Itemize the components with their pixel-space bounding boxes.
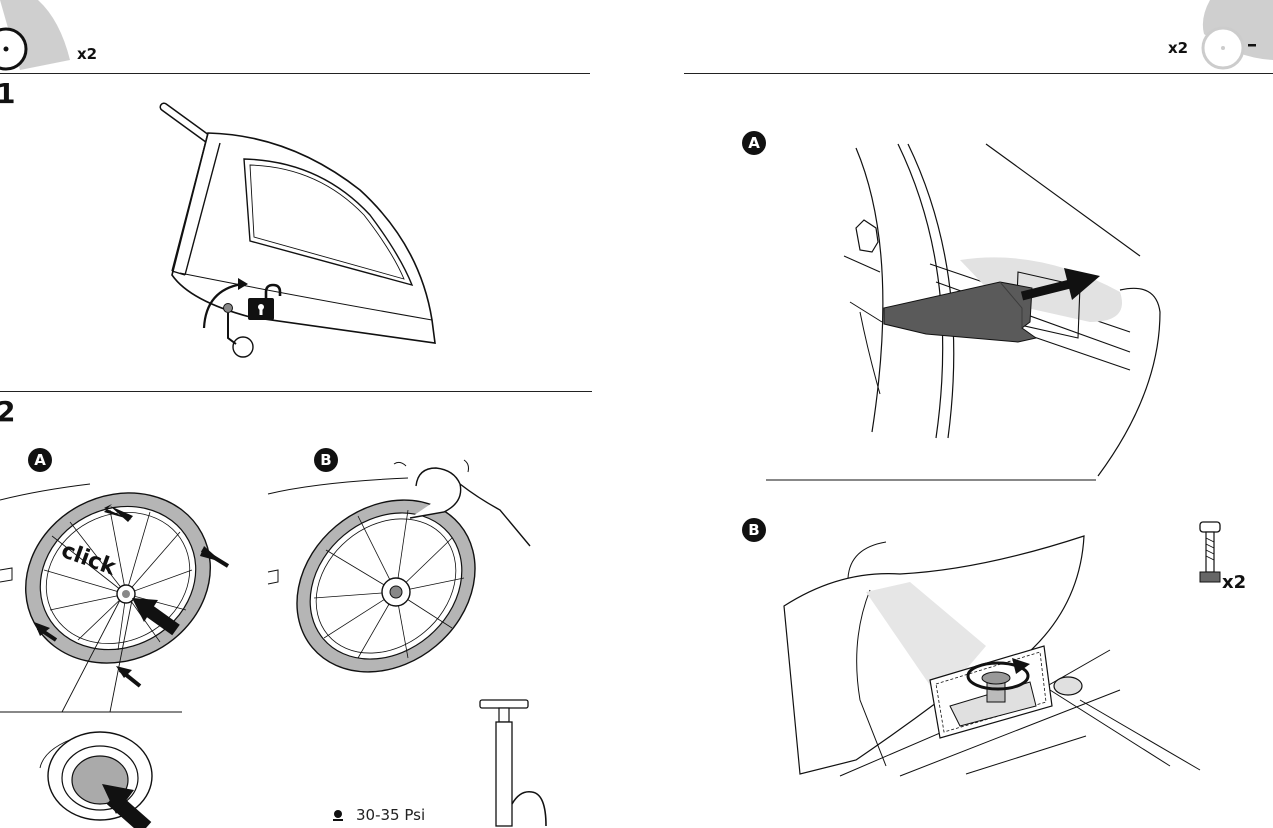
right-a-bracket-illustration xyxy=(760,132,1200,492)
right-b-badge: B xyxy=(742,518,766,542)
header-quantity-left: x2 xyxy=(77,45,97,63)
header-rule-right xyxy=(684,73,1273,74)
step-2a-hub-closeup xyxy=(30,718,190,828)
pump-icon xyxy=(470,696,560,826)
step-divider-rule xyxy=(0,391,592,392)
bolt-quantity: x2 xyxy=(1222,572,1246,593)
unlock-icon xyxy=(246,287,286,327)
step-2a-wheel-illustration: click xyxy=(0,470,260,730)
step-1-illustration xyxy=(150,95,450,395)
header-wheel-icon-right xyxy=(1196,0,1273,74)
step-2a-badge: A xyxy=(28,448,52,472)
tire-pressure-label: 30-35 Psi xyxy=(356,806,425,824)
step-2-number: 2 xyxy=(0,398,15,426)
header-quantity-right: x2 xyxy=(1168,39,1188,57)
step-1-number: 1 xyxy=(0,80,15,108)
step-2b-tire-illustration xyxy=(268,458,538,678)
header-rule-left xyxy=(0,73,590,74)
header-wheel-icon xyxy=(0,0,80,70)
pressure-gauge-icon xyxy=(332,809,346,823)
right-b-bolt-illustration xyxy=(780,530,1220,810)
